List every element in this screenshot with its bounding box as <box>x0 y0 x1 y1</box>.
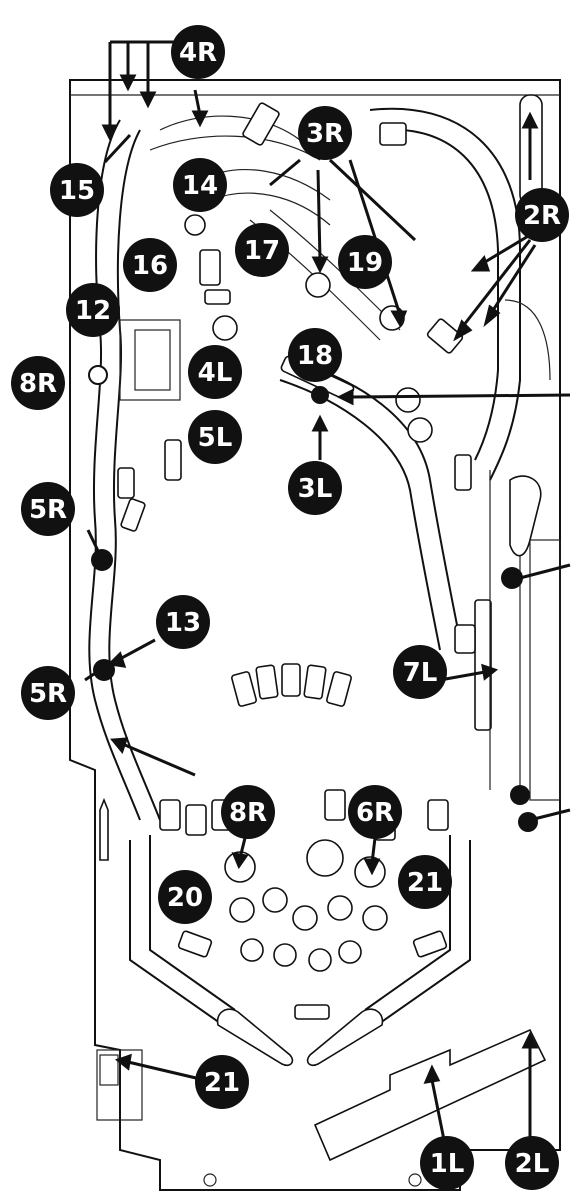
callout-14-label: 14 <box>182 171 218 201</box>
callout-21-right-label: 21 <box>407 868 443 898</box>
callout-13-label: 13 <box>165 608 201 638</box>
callout-16-label: 16 <box>132 251 168 281</box>
callout-5R-upper: 5R <box>21 482 75 536</box>
callout-2R-label: 2R <box>523 201 561 231</box>
callout-3R: 3R <box>298 106 352 160</box>
callout-17: 17 <box>235 223 289 277</box>
right-orbit-lane <box>369 94 551 481</box>
callout-21-right: 21 <box>398 855 452 909</box>
callout-21-bottom-label: 21 <box>204 1068 240 1098</box>
marker-dots <box>88 365 538 832</box>
leader-arrow-21-bottom <box>114 1053 197 1080</box>
callout-3L-label: 3L <box>298 474 333 504</box>
callout-2L: 2L <box>505 1136 559 1190</box>
callout-12: 12 <box>66 283 120 337</box>
callout-3R-label: 3R <box>306 119 344 149</box>
callout-8R-center-label: 8R <box>229 798 267 828</box>
callout-18-label: 18 <box>297 341 333 371</box>
right-flipper <box>306 1008 384 1067</box>
callout-4R-top-label: 4R <box>179 38 217 68</box>
callout-6R-label: 6R <box>356 798 394 828</box>
callout-16: 16 <box>123 238 177 292</box>
callout-7L-label: 7L <box>403 658 438 688</box>
callout-20-label: 20 <box>167 883 203 913</box>
callout-4L: 4L <box>188 345 242 399</box>
callout-1L-label: 1L <box>430 1149 465 1179</box>
callout-19-label: 19 <box>347 248 383 278</box>
flippers <box>216 1008 384 1067</box>
callout-5R-lower: 5R <box>21 666 75 720</box>
callout-8R-left-label: 8R <box>19 369 57 399</box>
leader-arrows <box>84 40 571 1146</box>
callout-5L-label: 5L <box>198 423 233 453</box>
callout-5R-upper-label: 5R <box>29 495 67 525</box>
left-wireform-ramp <box>88 115 321 821</box>
callout-14: 14 <box>173 158 227 212</box>
callout-8R-center: 8R <box>221 785 275 839</box>
callout-19: 19 <box>338 235 392 289</box>
callout-20: 20 <box>158 870 212 924</box>
callout-2R: 2R <box>515 188 569 242</box>
drop-target-bank <box>231 663 352 707</box>
callout-6R: 6R <box>348 785 402 839</box>
callout-5R-lower-label: 5R <box>29 679 67 709</box>
callout-1L: 1L <box>420 1136 474 1190</box>
callout-21-bottom: 21 <box>195 1055 249 1109</box>
callout-12-label: 12 <box>75 296 111 326</box>
callout-2L-label: 2L <box>515 1149 550 1179</box>
callout-18: 18 <box>288 328 342 382</box>
callout-4L-label: 4L <box>198 358 233 388</box>
callout-4R-top: 4R <box>171 25 225 79</box>
callout-5L: 5L <box>188 410 242 464</box>
callout-15-label: 15 <box>59 176 95 206</box>
callout-17-label: 17 <box>244 236 280 266</box>
callout-7L: 7L <box>393 645 447 699</box>
left-mechanism <box>117 319 182 532</box>
callouts: 4R 3R 15 14 2R 16 17 19 <box>11 25 569 1190</box>
left-flipper <box>216 1008 294 1067</box>
apron <box>96 1028 547 1187</box>
callout-13: 13 <box>156 595 210 649</box>
callout-3L: 3L <box>288 461 342 515</box>
callout-8R-left: 8R <box>11 356 65 410</box>
callout-15: 15 <box>50 163 104 217</box>
